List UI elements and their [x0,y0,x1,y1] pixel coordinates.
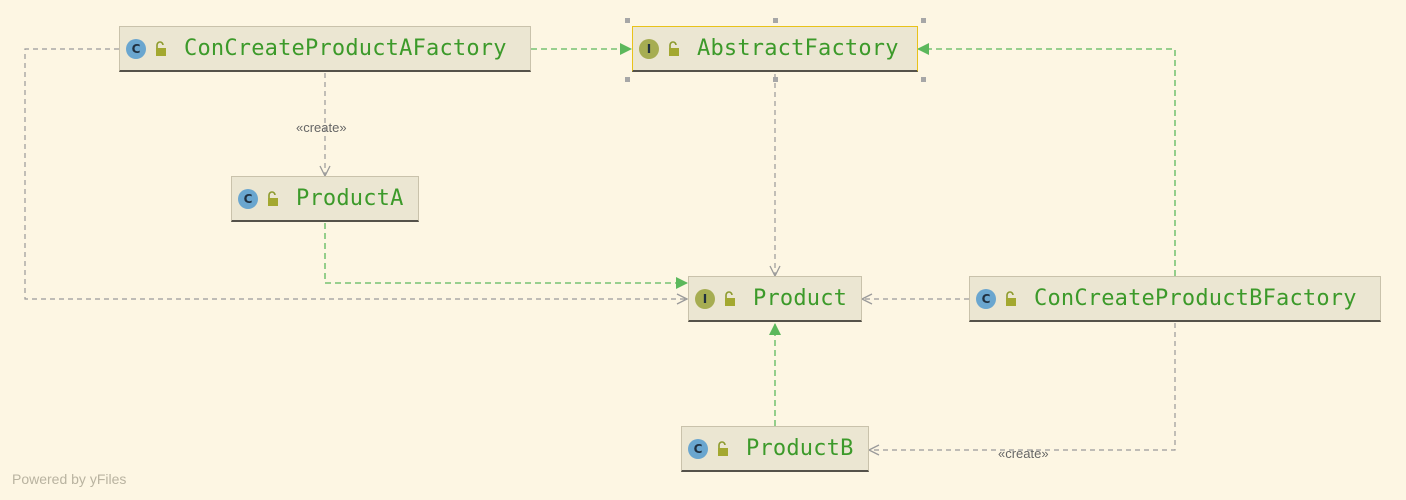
selection-handle-top-left[interactable] [625,18,630,23]
class-name: ProductB [746,436,854,461]
edge-label-create-b: «create» [998,446,1049,461]
class-c-icon: C [126,38,146,59]
open-lock-icon [1006,290,1016,306]
powered-by-footer: Powered by yFiles [12,471,127,487]
selection-handle-top-middle[interactable] [773,18,778,23]
node-concreate-product-b-factory[interactable]: C ConCreateProductBFactory [969,276,1381,322]
edge-b-factory-creates-product-b [869,323,1176,450]
selection-handle-top-right[interactable] [921,18,926,23]
open-lock-icon [725,290,735,306]
interface-name: Product [753,286,848,311]
node-concreate-product-a-factory[interactable]: C ConCreateProductAFactory [119,26,531,72]
class-name: ConCreateProductBFactory [1034,286,1357,311]
edge-a-factory-depends-product [24,48,687,299]
node-product[interactable]: I Product [688,276,862,322]
selection-handle-bottom-middle[interactable] [773,77,778,82]
open-lock-icon [718,440,728,456]
interface-i-icon: I [639,38,659,59]
class-name: ProductA [296,186,404,211]
open-lock-icon [268,190,278,206]
selection-handle-bottom-left[interactable] [625,77,630,82]
edge-product-a-implements-product [324,223,688,289]
node-abstract-factory[interactable]: I AbstractFactory [632,26,918,72]
class-c-icon: C [976,288,996,309]
open-lock-icon [669,40,679,56]
class-c-icon: C [238,188,258,209]
class-c-icon: C [688,438,708,459]
class-name: ConCreateProductAFactory [184,36,507,61]
edge-b-factory-implements-abstract-factory [917,43,1176,276]
node-product-a[interactable]: C ProductA [231,176,419,222]
interface-i-icon: I [695,288,715,309]
node-product-b[interactable]: C ProductB [681,426,869,472]
edge-label-create-a: «create» [296,120,347,135]
open-lock-icon [156,40,166,56]
selection-handle-bottom-right[interactable] [921,77,926,82]
interface-name: AbstractFactory [697,36,899,61]
